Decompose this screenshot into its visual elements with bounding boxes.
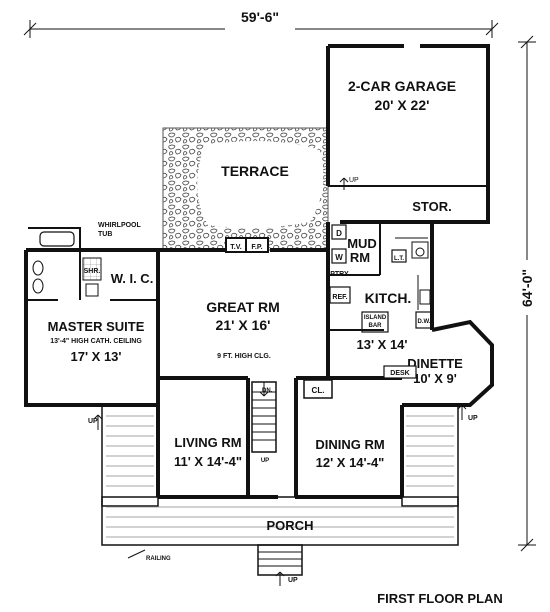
house-walls [24,222,494,499]
depth-dimension-label: 64'-0" [519,269,535,307]
stairs [251,381,277,453]
right-porch-up-label: UP [468,415,478,422]
porch-label: PORCH [267,518,314,533]
dryer-label: D [336,229,342,238]
porch-up-label: UP [288,577,298,584]
master-suite-size: 17' X 13' [71,349,122,364]
left-porch-up-label: UP [88,418,98,425]
garage-walls [326,43,490,224]
stairs-down-label: DN. [262,388,273,394]
laundry-tub-label: L.T. [394,256,404,262]
porch-deck [93,404,467,586]
living-room-label: LIVING RM [174,435,241,450]
garage-size: 20' X 22' [375,97,430,113]
great-room-size: 21' X 16' [216,317,271,333]
kitchen-fixtures [329,275,433,333]
kitchen-label: KITCH. [365,290,412,306]
closet-label: CL. [312,386,325,395]
island-label-line1: ISLAND [364,315,387,321]
plan-title: FIRST FLOOR PLAN [377,591,503,606]
width-dimension-label: 59'-6" [241,9,279,25]
garage-up-label: UP [349,177,359,184]
wic-label: W. I. C. [111,271,154,286]
dining-room-size: 12' X 14'-4" [316,455,385,470]
great-room-ceiling-note: 9 FT. HIGH CLG. [217,353,271,360]
fireplace-tv-unit [225,237,269,253]
washer-label: W [335,253,343,262]
dinette-label: DINETTE [407,356,463,371]
fireplace-label: F.P. [251,244,262,251]
pantry-label: PTRY. [330,271,350,278]
great-room-label: GREAT RM [206,299,280,315]
living-room-size: 11' X 14'-4" [174,454,242,469]
desk-outline [383,365,417,379]
refrigerator-label: REF. [332,294,347,301]
tv-label: T.V. [230,244,241,251]
garage-label: 2-CAR GARAGE [348,78,456,94]
whirlpool-label-line1: WHIRLPOOL [98,222,141,229]
dining-room-label: DINING RM [315,437,384,452]
master-suite-label: MASTER SUITE [48,319,145,334]
whirlpool-label-line2: TUB [98,231,112,238]
railing-label: RAILING [146,556,171,562]
dinette-size: 10' X 9' [413,371,457,386]
mud-room-label-line1: MUD [347,236,377,251]
terrace-area [162,127,329,251]
storage-label: STOR. [412,199,452,214]
terrace-label: TERRACE [221,163,289,179]
closet-outline [303,379,333,399]
master-bath [32,231,102,297]
stairs-up-label: UP [261,458,269,464]
mud-room-label-line2: RM [350,250,370,265]
island-label-line2: BAR [369,323,383,329]
garage-stair-arrow [339,177,349,190]
laundry-fixtures [331,224,429,264]
shower-label: SHR. [84,268,101,275]
master-suite-ceiling-note: 13'-4" HIGH CATH. CEILING [50,338,142,345]
desk-label: DESK [390,370,409,377]
kitchen-size: 13' X 14' [357,337,408,352]
dishwasher-label: D.W. [418,319,431,325]
